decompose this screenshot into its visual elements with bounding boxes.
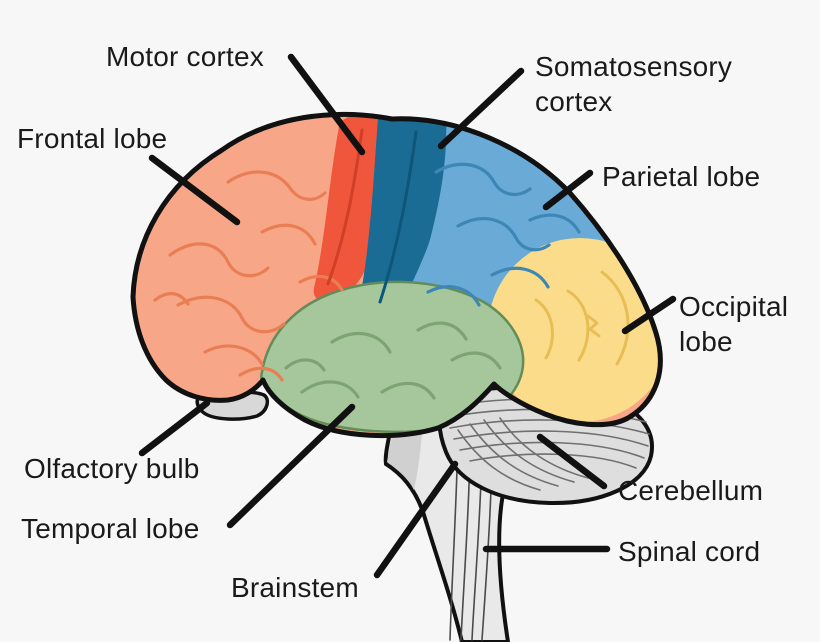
- label-cerebellum: Cerebellum: [618, 475, 764, 506]
- region-occipital-lobe: [488, 238, 661, 422]
- parietal-lobe-pointer-line: [542, 169, 594, 211]
- brainstem-pointer-line: [373, 460, 459, 579]
- label-parietal-lobe: Parietal lobe: [602, 161, 761, 192]
- frontal-lobe-pointer-line: [148, 154, 241, 226]
- olfactory-bulb-pointer-line: [138, 399, 211, 457]
- label-spinal-cord: Spinal cord: [618, 536, 761, 567]
- region-somatosensory-cortex: [357, 114, 455, 324]
- occipital-gyri: [534, 270, 630, 366]
- label-brainstem: Brainstem: [231, 572, 359, 603]
- parietal-gyri: [426, 162, 581, 307]
- label-olfactory-bulb: Olfactory bulb: [24, 453, 200, 484]
- motor-cortex-pointer-line: [287, 53, 366, 156]
- somatosensory-cortex-pointer-line: [437, 67, 525, 150]
- label-somatosensory-cortex: Somatosensory cortex: [535, 51, 733, 117]
- temporal-lobe-pointer-line: [226, 403, 356, 529]
- occipital-lobe-pointer-line: [621, 295, 677, 335]
- label-frontal-lobe: Frontal lobe: [17, 123, 168, 154]
- cerebellum-pointer-line: [536, 433, 608, 490]
- region-temporal-lobe: [260, 280, 525, 434]
- cerebrum-outline: [130, 111, 663, 439]
- label-motor-cortex: Motor cortex: [106, 41, 264, 72]
- somatosensory-fold: [378, 130, 418, 304]
- pointer-lines: [138, 53, 677, 579]
- temporal-gyri: [284, 321, 502, 400]
- label-occipital-lobe: Occipital lobe: [679, 291, 789, 357]
- label-temporal-lobe: Temporal lobe: [21, 513, 200, 544]
- frontal-gyri: [153, 170, 344, 382]
